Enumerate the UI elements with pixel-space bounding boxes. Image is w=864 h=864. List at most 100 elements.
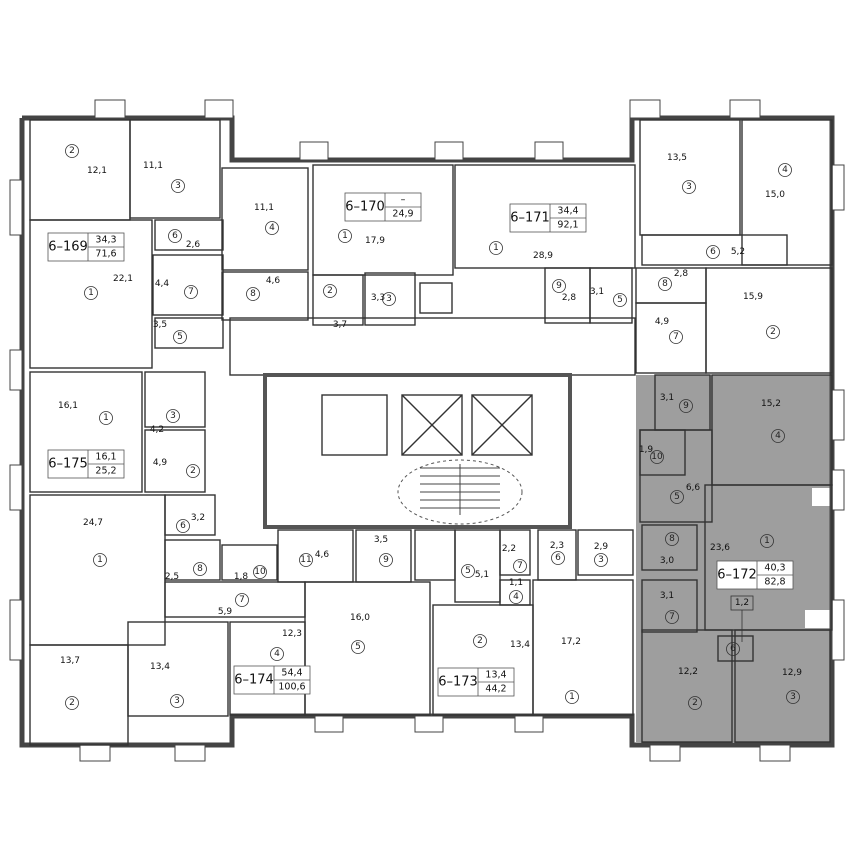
room-area: 1,1 — [509, 578, 523, 588]
room-number: 8 — [250, 289, 256, 299]
room-wall — [127, 621, 229, 717]
room-area: 22,1 — [113, 274, 133, 284]
room-3: 312,9 — [782, 668, 802, 704]
room-number: 6 — [172, 231, 178, 241]
room-number: 7 — [239, 595, 245, 605]
room-wall — [705, 267, 833, 374]
room-number-circle-icon — [594, 553, 608, 567]
room-wall — [577, 529, 634, 576]
room-number: 7 — [673, 332, 679, 342]
room-4: 411,1 — [254, 203, 279, 235]
room-number: 5 — [674, 492, 680, 502]
room-10: 101,9 — [639, 445, 664, 464]
room-number-circle-icon — [489, 241, 503, 255]
room-area: 12,9 — [782, 668, 802, 678]
room-number: 6 — [730, 644, 736, 654]
room-wall — [229, 317, 636, 376]
room-1: 116,1 — [58, 401, 113, 425]
room-number: 1 — [764, 536, 770, 546]
room-wall — [154, 317, 224, 349]
room-2: 24,9 — [153, 458, 200, 478]
room-area: 16,0 — [350, 613, 370, 623]
room-number: 8 — [197, 564, 203, 574]
apartment-number: 6–171 — [510, 211, 550, 226]
room-wall — [589, 267, 633, 324]
room-number: 3 — [175, 181, 181, 191]
total-area: 44,2 — [485, 684, 506, 695]
room-number: 6 — [710, 247, 716, 257]
room-number: 7 — [188, 287, 194, 297]
room-wall — [29, 119, 131, 221]
room-6: 63,2 — [176, 513, 205, 533]
room-number-circle-icon — [552, 279, 566, 293]
living-area: 34,3 — [95, 235, 116, 246]
room-number-circle-icon — [726, 642, 740, 656]
room-wall — [221, 544, 278, 581]
room-area: 12,3 — [282, 629, 302, 639]
room-3: 34,2 — [150, 409, 180, 435]
room-8: 82,8 — [658, 269, 688, 291]
room-area: 15,9 — [743, 292, 763, 302]
room-area: 17,2 — [561, 637, 581, 647]
room-number-circle-icon — [184, 285, 198, 299]
room-area: 3,1 — [590, 287, 604, 297]
room-wall — [154, 219, 224, 251]
room-number-circle-icon — [565, 690, 579, 704]
room-area: 4,9 — [655, 317, 670, 327]
room-area: 3,0 — [660, 556, 675, 566]
room-number-circle-icon — [509, 590, 523, 604]
apartment-number: 6–170 — [345, 200, 385, 215]
room-wall — [734, 629, 831, 743]
room-number-circle-icon — [665, 610, 679, 624]
total-area: 71,6 — [95, 249, 116, 260]
room-10: 101,8 — [234, 565, 267, 582]
room-area: 3,3 — [371, 293, 385, 303]
room-number: 1 — [569, 692, 575, 702]
room-number-circle-icon — [265, 221, 279, 235]
room-area: 23,6 — [710, 543, 730, 553]
room-number-circle-icon — [682, 180, 696, 194]
room-5: 53,5 — [153, 320, 187, 344]
room-wall — [532, 579, 634, 716]
room-area: 3,1 — [660, 393, 674, 403]
room-number-circle-icon — [670, 490, 684, 504]
room-number: 4 — [782, 165, 788, 175]
room-number: 2 — [770, 327, 776, 337]
exterior-wall — [19, 115, 835, 748]
total-area: 92,1 — [557, 220, 578, 231]
room-area: 12,1 — [87, 166, 107, 176]
room-number-circle-icon — [193, 562, 207, 576]
room-wall — [144, 429, 206, 493]
room-wall — [144, 371, 206, 428]
room-1: 128,9 — [489, 241, 553, 261]
room-area: 28,9 — [533, 251, 553, 261]
living-area: 16,1 — [95, 452, 116, 463]
room-area: 6,6 — [686, 483, 701, 493]
room-number: 3 — [686, 182, 692, 192]
room-8: 82,5 — [165, 562, 207, 582]
apartment-number: 6–169 — [48, 240, 88, 255]
room-area: 12,2 — [678, 667, 698, 677]
living-area: 54,4 — [281, 668, 302, 679]
room-1: 123,6 — [710, 534, 774, 553]
room-number: 2 — [477, 636, 483, 646]
apartment-tag: 6–170–24,9 — [344, 192, 422, 222]
room-wall — [641, 579, 698, 633]
room-area: 4,9 — [153, 458, 168, 468]
room-area: 15,2 — [761, 399, 781, 409]
